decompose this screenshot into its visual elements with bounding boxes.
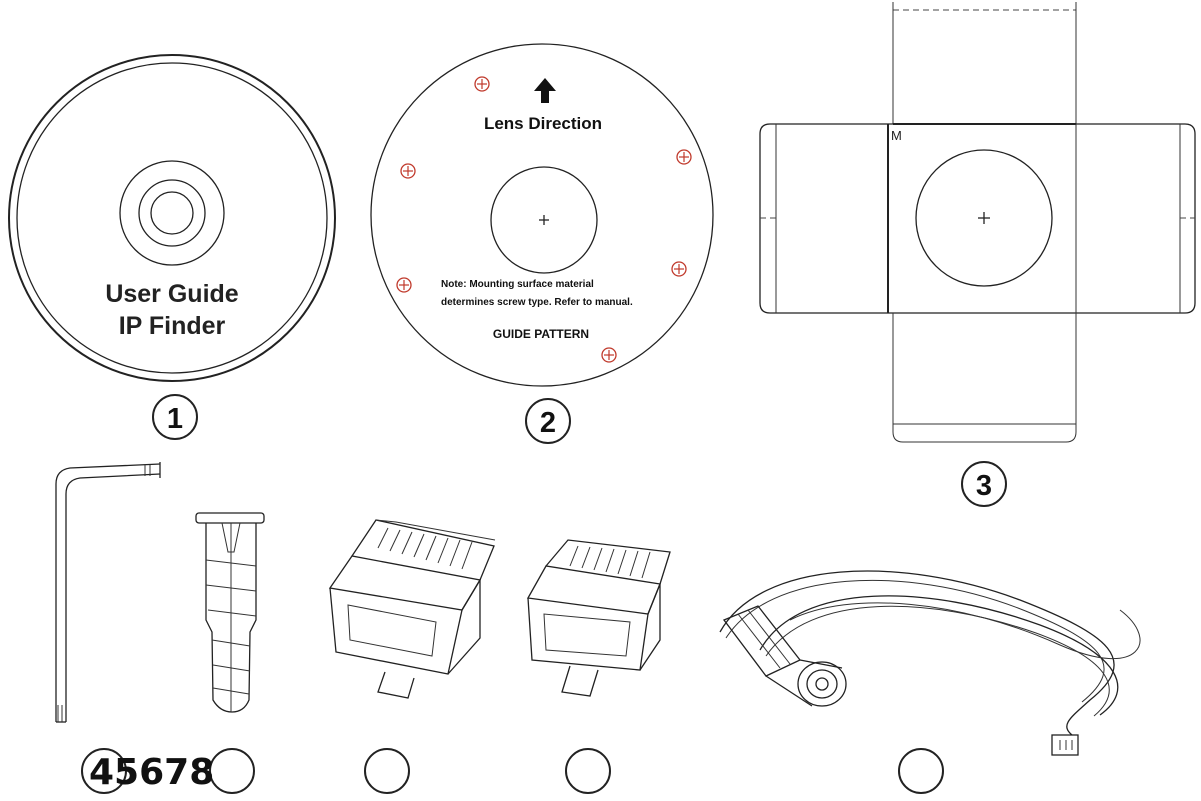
screw-hole-icon <box>400 163 416 179</box>
wall-anchor <box>195 512 265 713</box>
mounting-template: M <box>759 2 1196 443</box>
callout-5 <box>209 748 255 794</box>
callout-7 <box>565 748 611 794</box>
callout-6 <box>364 748 410 794</box>
callout-3-number: 3 <box>976 470 992 502</box>
hex-key-tool <box>55 462 161 723</box>
callout-2-number: 2 <box>540 407 556 439</box>
screw-hole-icon <box>474 76 490 92</box>
cd-label-line1: User Guide <box>105 280 238 308</box>
callout-8 <box>898 748 944 794</box>
bottom-row-numbers: 45678 <box>89 752 214 793</box>
cd-disc: User Guide IP Finder <box>8 54 336 382</box>
screw-hole-icon <box>676 149 692 165</box>
callout-3: 3 <box>961 461 1007 507</box>
coax-cable <box>719 570 1141 756</box>
lens-direction-label: Lens Direction <box>484 114 602 133</box>
callout-1-number: 1 <box>167 403 183 435</box>
rj45-connector-angled <box>328 519 496 699</box>
screw-hole-icon <box>671 261 687 277</box>
callout-4 <box>81 748 127 794</box>
arrow-up-icon <box>534 78 556 103</box>
guide-pattern-label: GUIDE PATTERN <box>493 327 589 341</box>
screw-hole-icon <box>601 347 617 363</box>
mounting-note-line1: Note: Mounting surface material <box>441 279 594 290</box>
callout-1: 1 <box>152 394 198 440</box>
cd-label-line2: IP Finder <box>119 312 226 340</box>
callout-2: 2 <box>525 398 571 444</box>
template-marker-label: M <box>891 128 902 143</box>
guide-pattern-sheet: Lens Direction Note: Mounting surface ma… <box>370 43 714 387</box>
mounting-note-line2: determines screw type. Refer to manual. <box>441 297 633 308</box>
screw-hole-icon <box>396 277 412 293</box>
rj45-connector-straight <box>526 539 671 697</box>
